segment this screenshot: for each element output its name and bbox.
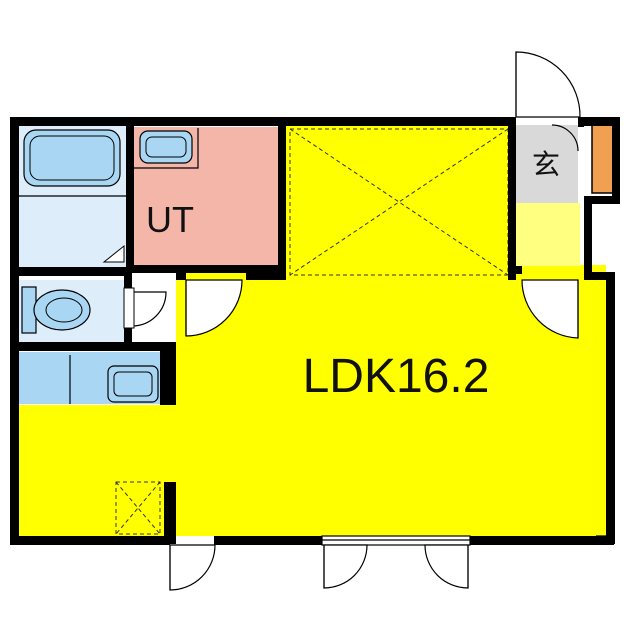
wall-bottom-right (470, 536, 614, 545)
wall-kitchen-right (160, 342, 176, 405)
entrance-label: 玄 (532, 148, 560, 181)
exterior-door-mid-swing (323, 544, 368, 589)
exterior-door-left-swing (169, 544, 216, 591)
wall-right-step (584, 196, 592, 280)
wall-bath-utility (126, 117, 134, 267)
wall-right-step-base (584, 272, 614, 280)
washer-pan-outline (134, 128, 199, 169)
bath-door-icon (102, 244, 125, 263)
hatch-outline (115, 481, 161, 535)
wall-right-lower (606, 272, 615, 544)
wall-kitchen-top (160, 342, 176, 350)
sink-basin (145, 136, 187, 158)
loft-diagonal-2 (289, 128, 509, 276)
wall-utility-bottom-right (246, 272, 286, 280)
entrance-door-sill (551, 124, 579, 152)
wall-toilet-right-lower (124, 326, 132, 348)
ldk-upper-floor (286, 125, 512, 280)
wall-top-right (578, 117, 620, 126)
wall-toilet-bottom (10, 342, 168, 351)
wall-entrance-base (508, 266, 522, 274)
utility-door-swing (185, 279, 243, 337)
wall-bath-bottom (10, 267, 132, 276)
wall-top-left (10, 117, 516, 126)
bathtub-inner (29, 135, 115, 181)
entrance-step (516, 203, 580, 266)
wall-utility-right (278, 117, 286, 280)
door-swing-icon (131, 291, 167, 327)
wall-utility-bottom (126, 265, 286, 273)
wall-post-utility (176, 272, 186, 280)
toilet-door-frame (123, 287, 135, 329)
utility-label: UT (146, 199, 194, 240)
wall-right-notch (584, 196, 620, 204)
shoe-cabinet-icon (591, 124, 615, 194)
wall-entrance-door-jamb (578, 117, 584, 127)
wall-right-upper (612, 117, 620, 201)
hatch-diagonal-2 (115, 481, 161, 535)
wall-bottom-left (10, 536, 170, 545)
wall-bottom-mid (214, 536, 322, 545)
entrance-floor (516, 125, 578, 203)
kitchen-sink-basin (113, 371, 153, 397)
wall-left (10, 117, 19, 545)
exterior-door-right-swing (424, 544, 469, 589)
loft-diagonal-1 (289, 128, 509, 276)
entrance-outer-door-swing (515, 51, 581, 118)
entrance-inner-door-swing (521, 279, 579, 339)
wall-toilet-right (124, 272, 132, 288)
ldk-label: LDK16.2 (303, 350, 490, 403)
toilet-bowl-inner (45, 297, 83, 323)
wall-ldk-partition (164, 482, 176, 544)
wall-entrance-left (508, 117, 516, 280)
hatch-diagonal-1 (115, 481, 161, 535)
